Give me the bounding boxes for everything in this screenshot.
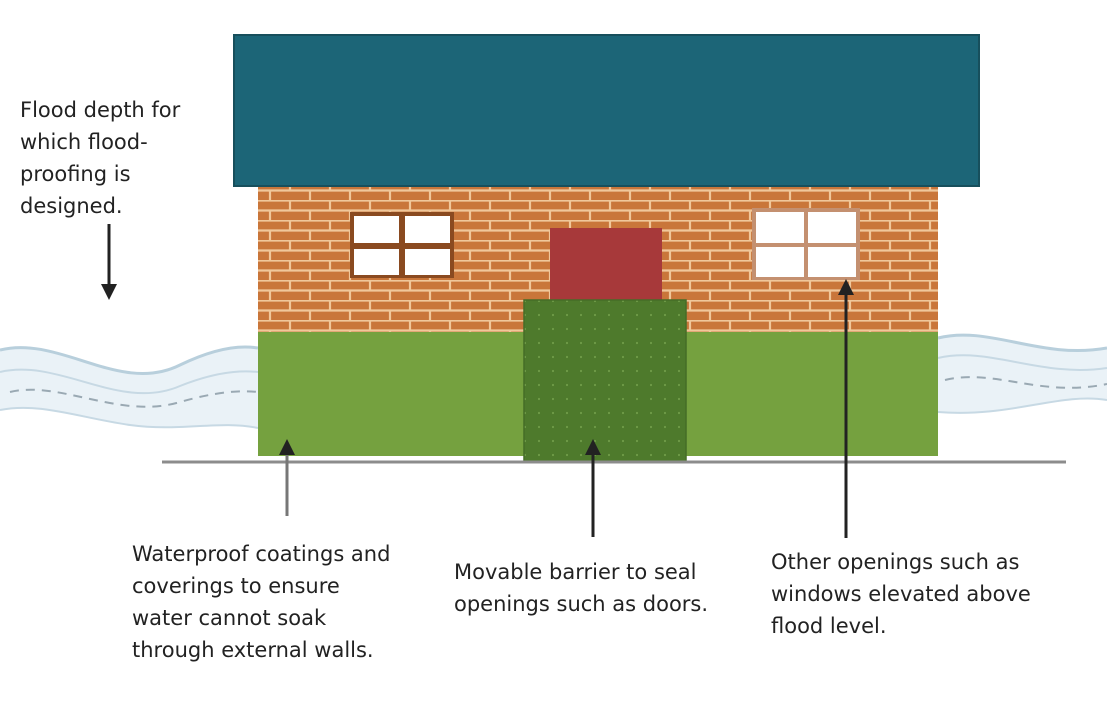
waterproof-line: Waterproof coatings and — [132, 542, 391, 566]
waterproof-coatings-label: Waterproof coatings and coverings to ens… — [132, 538, 390, 666]
flood-depth-line: proofing is — [20, 162, 131, 186]
flood-depth-arrow — [101, 224, 117, 300]
movable-barrier-label: Movable barrier to seal openings such as… — [454, 556, 708, 620]
roof — [233, 34, 980, 187]
window-left — [350, 212, 454, 278]
other-openings-label: Other openings such as windows elevated … — [771, 546, 1031, 642]
barrier-line: openings such as doors. — [454, 592, 709, 616]
barrier-arrow — [585, 439, 601, 537]
flood-depth-line: which flood- — [20, 130, 148, 154]
window-arrow — [838, 279, 854, 538]
openings-line: flood level. — [771, 614, 887, 638]
flood-depth-label: Flood depth for which flood- proofing is… — [20, 94, 180, 222]
door — [550, 228, 662, 308]
openings-line: windows elevated above — [771, 582, 1031, 606]
waterproof-line: through external walls. — [132, 638, 374, 662]
floodwater-right — [937, 333, 1107, 414]
openings-line: Other openings such as — [771, 550, 1020, 574]
movable-barrier — [523, 299, 687, 463]
coating-arrow — [279, 439, 295, 516]
waterproof-line: water cannot soak — [132, 606, 327, 630]
flood-depth-line: Flood depth for — [20, 98, 181, 122]
window-right — [752, 208, 860, 280]
waterproof-line: coverings to ensure — [132, 574, 340, 598]
flood-depth-line: designed. — [20, 194, 123, 218]
barrier-line: Movable barrier to seal — [454, 560, 697, 584]
floodwater-left — [0, 345, 259, 429]
house — [233, 34, 980, 463]
